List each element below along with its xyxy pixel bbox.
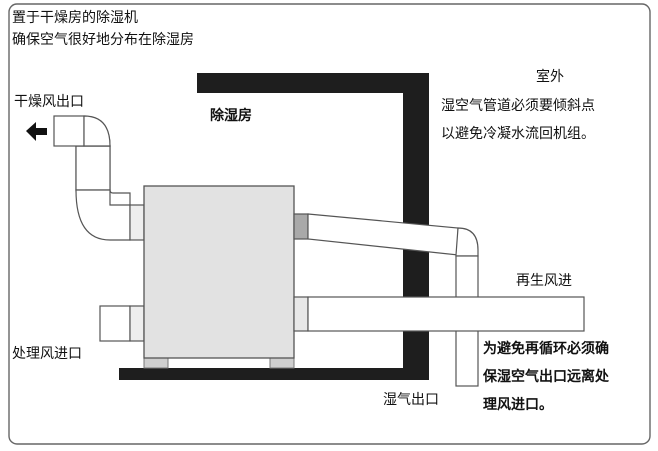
top-note-line2: 确保空气很好地分布在除湿房 — [12, 32, 194, 48]
process-air-inlet-label: 处理风进口 — [12, 346, 82, 362]
room-wall-top — [197, 73, 429, 93]
dry-air-duct — [53, 115, 145, 241]
dry-air-outlet-label: 干燥风出口 — [14, 94, 84, 110]
duct-note-line2: 以避免冷凝水流回机组。 — [441, 126, 595, 142]
duct-note-line1: 湿空气管道必须要倾斜点 — [441, 98, 595, 114]
regen-air-inlet-label: 再生风进 — [516, 273, 572, 289]
wet-air-outlet-label: 湿气出口 — [383, 392, 439, 408]
dehumidify-room-label: 除湿房 — [210, 108, 252, 124]
process-air-duct — [99, 305, 145, 342]
regen-air-duct — [293, 296, 585, 332]
room-floor — [119, 368, 429, 380]
warning-line2: 保湿空气出口远离处 — [483, 369, 609, 385]
warning-line3: 理风进口。 — [483, 397, 553, 413]
diagram-frame — [8, 3, 651, 445]
dehumidifier-unit — [143, 185, 295, 359]
arrow-left-icon — [26, 122, 47, 141]
outdoor-label: 室外 — [536, 69, 564, 85]
unit-foot-left — [143, 357, 169, 369]
unit-foot-right — [269, 357, 295, 369]
top-note-line1: 置于干燥房的除湿机 — [12, 10, 138, 26]
warning-line1: 为避免再循环必须确 — [483, 341, 609, 357]
